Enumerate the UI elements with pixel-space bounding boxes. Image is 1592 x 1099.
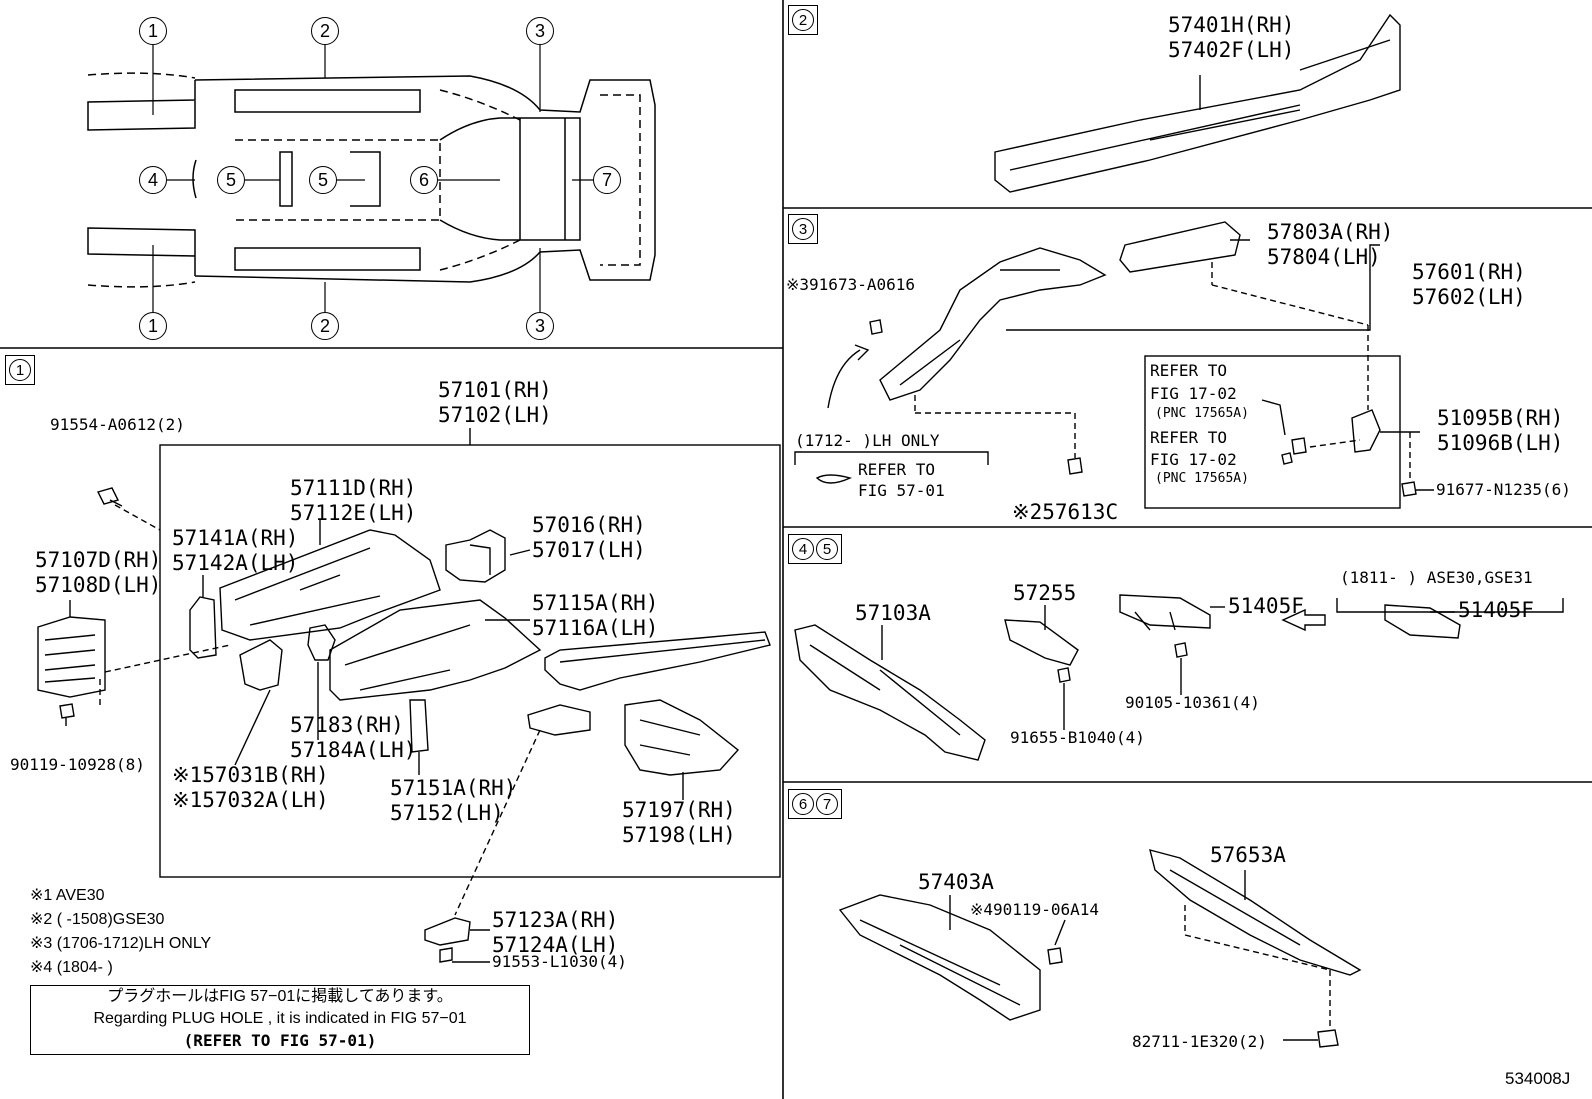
part-57032: ※157032A(LH) [172,788,329,812]
part-51405-b: 51405F [1458,598,1534,622]
part-57402: 57402F(LH) [1168,38,1295,62]
part-57184: 57184A(LH) [290,738,417,762]
note-3: ※3 (1706-1712)LH ONLY [30,935,212,952]
part-51096: 51096B(LH) [1437,431,1564,455]
part-57108: 57108D(LH) [35,573,162,597]
section-2-label: 2 [788,5,818,35]
part-90119: 90119-10928(8) [10,755,145,774]
part-490119: ※490119-06A14 [970,900,1099,919]
callout-7: 7 [593,166,621,194]
refer-box-l6: (PNC 17565A) [1155,471,1249,486]
part-57102: 57102(LH) [438,403,552,427]
part-57653: 57653A [1210,843,1286,867]
part-90105: 90105-10361(4) [1125,693,1260,712]
section3-art [794,221,1434,509]
part-57141: 57141A(RH) [172,526,299,550]
section-3-label: 3 [788,214,818,244]
section-67-label: 6 7 [788,789,842,819]
note-1: ※1 AVE30 [30,887,105,904]
refer-box-l4: REFER TO [1150,428,1228,447]
part-57017: 57017(LH) [532,538,646,562]
part-57151: 57151A(RH) [390,776,517,800]
refer-box-l5: FIG 17-02 [1150,450,1237,469]
part-57107: 57107D(RH) [35,548,162,572]
part-57016: 57016(RH) [532,513,646,537]
section2-art [994,13,1401,193]
refer-box-l3: (PNC 17565A) [1155,406,1249,421]
part-57803: 57803A(RH) [1267,220,1394,244]
part-57401: 57401H(RH) [1168,13,1295,37]
callout-5-left: 5 [217,166,245,194]
part-57197: 57197(RH) [622,798,736,822]
underbody-overview [87,72,656,288]
plug-note-jp: プラグホールはFIG 57−01に掲載してあります。 [107,988,453,1005]
section-45-label: 4 5 [788,534,842,564]
overview-leaders [152,45,597,312]
part-57111: 57111D(RH) [290,476,417,500]
refer-box-l1: REFER TO [1150,361,1228,380]
callout-5-right: 5 [309,166,337,194]
plug-note-en: Regarding PLUG HOLE , it is indicated in… [93,1010,467,1027]
section45-art [794,594,1564,761]
callout-1-bottom: 1 [139,312,167,340]
part-57804: 57804(LH) [1267,245,1381,269]
part-51405-a: 51405F [1228,594,1304,618]
callout-3-top: 3 [526,17,554,45]
part-91554: 91554-A0612(2) [50,415,185,434]
part-57152: 57152(LH) [390,801,504,825]
part-57116: 57116A(LH) [532,616,659,640]
part-57403: 57403A [918,870,994,894]
refer-box-l2: FIG 17-02 [1150,384,1237,403]
part-82711: 82711-1E320(2) [1132,1032,1267,1051]
callout-2-top: 2 [311,17,339,45]
refer-57-01-b: FIG 57-01 [858,481,945,500]
part-57602: 57602(LH) [1412,285,1526,309]
callout-3-bottom: 3 [526,312,554,340]
section-1-label: 1 [5,355,35,385]
callout-6: 6 [410,166,438,194]
note-4: ※4 (1804- ) [30,959,113,976]
section1-art [37,428,781,963]
callout-4: 4 [139,166,167,194]
part-57124: 57124A(LH) [492,933,619,957]
part-91677: 91677-N1235(6) [1436,480,1571,499]
part-91553: 91553-L1030(4) [492,952,627,971]
part-391673: ※391673-A0616 [786,275,915,294]
part-51095: 51095B(RH) [1437,406,1564,430]
lh-only-note: (1712- )LH ONLY [795,431,940,450]
part-57031: ※157031B(RH) [172,763,329,787]
plug-note-ref: (REFER TO FIG 57-01) [183,1031,377,1050]
part-57101: 57101(RH) [438,378,552,402]
refer-box [1144,355,1401,509]
part-57103: 57103A [855,601,931,625]
note-2: ※2 ( -1508)GSE30 [30,911,165,928]
plug-hole-note: プラグホールはFIG 57−01に掲載してあります。 Regarding PLU… [30,985,530,1055]
part-57255: 57255 [1013,581,1077,605]
callout-2-bottom: 2 [311,312,339,340]
part-57183: 57183(RH) [290,713,404,737]
part-57142: 57142A(LH) [172,551,299,575]
part-57198: 57198(LH) [622,823,736,847]
part-57123: 57123A(RH) [492,908,619,932]
part-57601: 57601(RH) [1412,260,1526,284]
variant-note: (1811- ) ASE30,GSE31 [1340,568,1533,587]
part-57613: ※257613C [1012,500,1119,524]
part-57112: 57112E(LH) [290,501,417,525]
figure-code: 534008J [1505,1069,1571,1088]
part-91655: 91655-B1040(4) [1010,728,1145,747]
refer-57-01-a: REFER TO [858,460,936,479]
section67-art [838,849,1362,1048]
part-57115: 57115A(RH) [532,591,659,615]
callout-1-top: 1 [139,17,167,45]
